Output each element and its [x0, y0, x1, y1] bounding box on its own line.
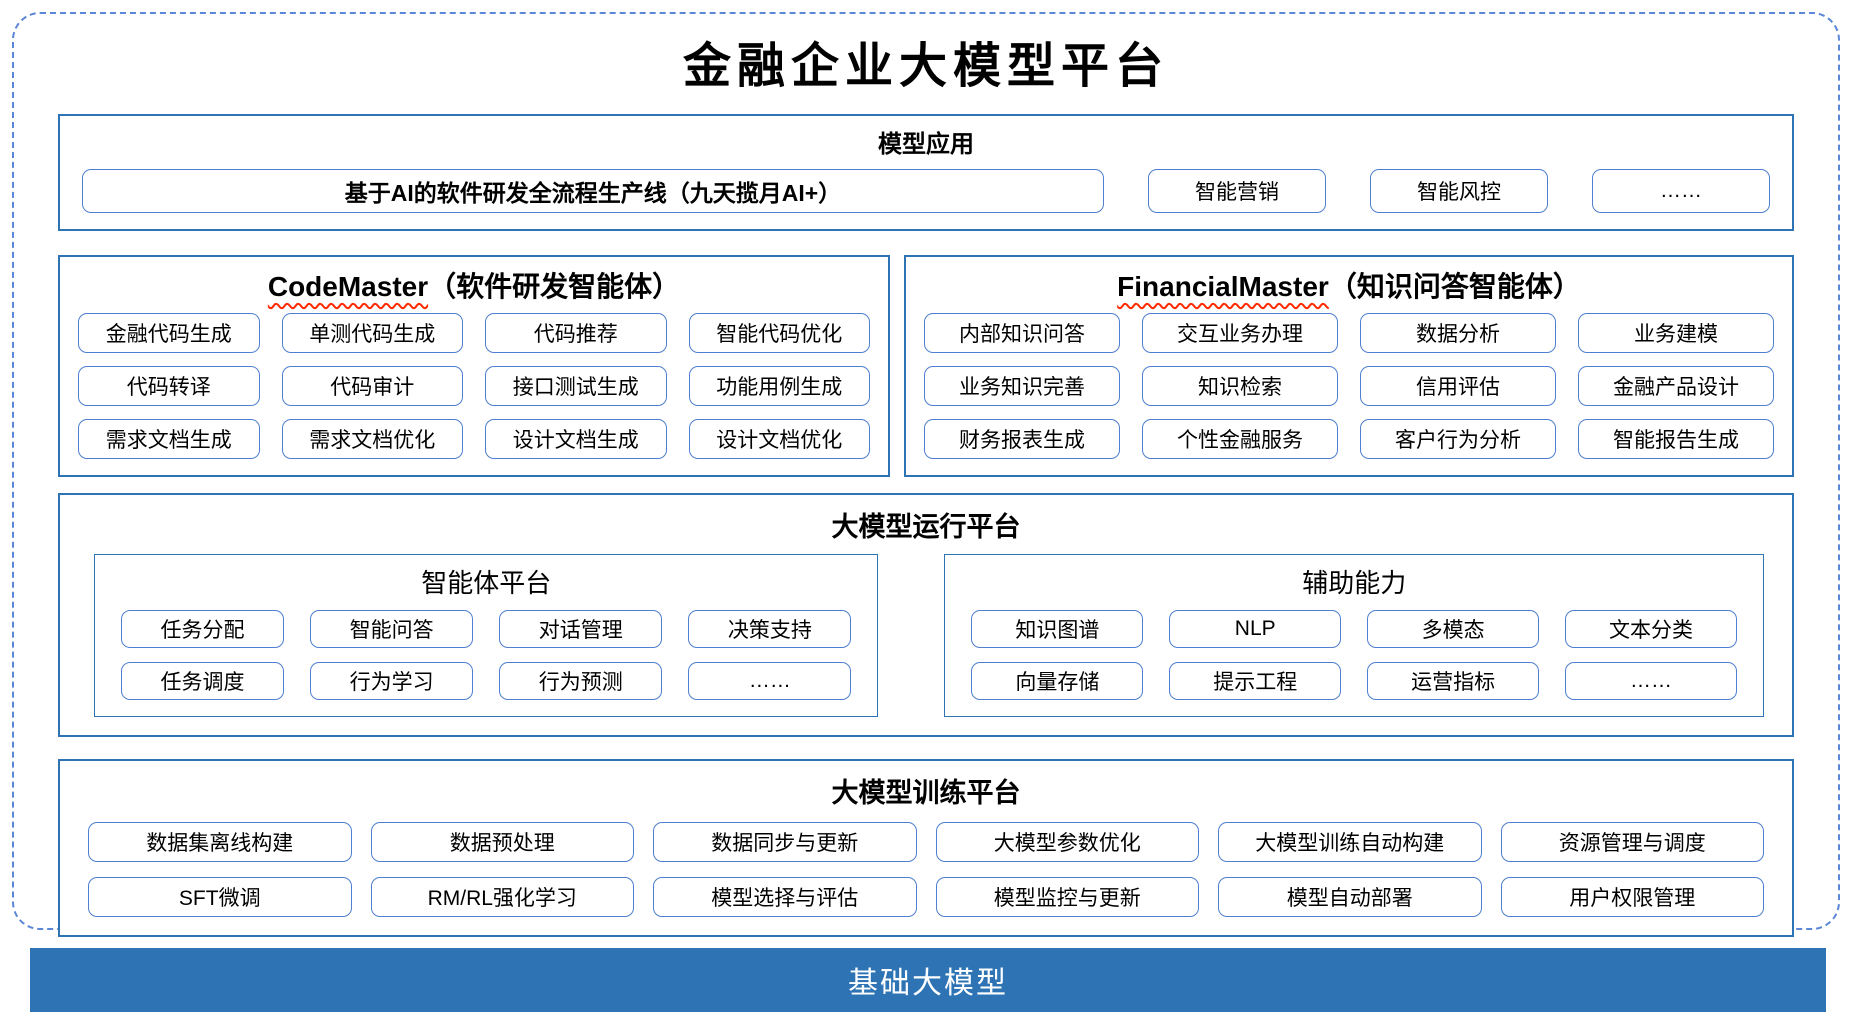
codemaster-item: 单测代码生成: [281, 312, 463, 353]
aux-capability-item: 提示工程: [1169, 661, 1342, 700]
codemaster-item: 需求文档优化: [281, 418, 463, 459]
app-item-ai-pipeline: 基于AI的软件研发全流程生产线（九天揽月AI+）: [82, 168, 1104, 213]
aux-capability-grid: 知识图谱 NLP 多模态 文本分类 向量存储 提示工程 运营指标 ……: [945, 608, 1763, 700]
financialmaster-item: 业务建模: [1578, 312, 1774, 353]
codemaster-title: CodeMaster（软件研发智能体）: [60, 257, 888, 311]
agent-platform-item: 任务分配: [121, 609, 285, 648]
training-item: SFT微调: [88, 876, 352, 917]
app-item-smart-marketing: 智能营销: [1148, 168, 1326, 213]
subsection-aux-capability: 辅助能力 知识图谱 NLP 多模态 文本分类 向量存储 提示工程 运营指标 ……: [944, 553, 1764, 717]
financialmaster-item: 客户行为分析: [1360, 418, 1556, 459]
financialmaster-item: 金融产品设计: [1578, 365, 1774, 406]
training-header: 大模型训练平台: [831, 777, 1021, 808]
agents-row: CodeMaster（软件研发智能体） 金融代码生成 单测代码生成 代码推荐 智…: [58, 254, 1794, 477]
training-item: 模型选择与评估: [653, 876, 917, 917]
section-financialmaster: FinancialMaster（知识问答智能体） 内部知识问答 交互业务办理 数…: [904, 254, 1794, 477]
financialmaster-item: 智能报告生成: [1578, 418, 1774, 459]
training-item: 资源管理与调度: [1500, 821, 1764, 862]
codemaster-item: 接口测试生成: [485, 365, 667, 406]
training-grid: 数据集离线构建 数据预处理 数据同步与更新 大模型参数优化 大模型训练自动构建 …: [60, 818, 1792, 917]
codemaster-grid: 金融代码生成 单测代码生成 代码推荐 智能代码优化 代码转译 代码审计 接口测试…: [60, 311, 888, 475]
financialmaster-item: 个性金融服务: [1142, 418, 1338, 459]
app-item-smart-risk: 智能风控: [1370, 168, 1548, 213]
training-item: 大模型训练自动构建: [1218, 821, 1482, 862]
aux-capability-item: 知识图谱: [971, 609, 1144, 648]
agent-platform-grid: 任务分配 智能问答 对话管理 决策支持 任务调度 行为学习 行为预测 ……: [95, 608, 877, 700]
financialmaster-item: 数据分析: [1360, 312, 1556, 353]
aux-capability-header: 辅助能力: [1302, 567, 1407, 598]
financialmaster-item: 知识检索: [1142, 365, 1338, 406]
section-runtime-platform: 大模型运行平台 智能体平台 任务分配 智能问答 对话管理 决策支持 任务调度 行…: [58, 492, 1794, 737]
section-training-platform: 大模型训练平台 数据集离线构建 数据预处理 数据同步与更新 大模型参数优化 大模…: [58, 758, 1794, 937]
training-item: 大模型参数优化: [935, 821, 1199, 862]
financialmaster-item: 财务报表生成: [924, 418, 1120, 459]
financialmaster-item: 交互业务办理: [1142, 312, 1338, 353]
financialmaster-item: 内部知识问答: [924, 312, 1120, 353]
model-application-header: 模型应用: [878, 130, 974, 158]
training-item: 用户权限管理: [1500, 876, 1764, 917]
section-model-application: 模型应用 基于AI的软件研发全流程生产线（九天揽月AI+） 智能营销 智能风控 …: [58, 113, 1794, 231]
codemaster-title-en: CodeMaster: [267, 270, 429, 302]
codemaster-item: 功能用例生成: [688, 365, 871, 406]
financialmaster-title-en: FinancialMaster: [1117, 270, 1329, 302]
subsection-agent-platform: 智能体平台 任务分配 智能问答 对话管理 决策支持 任务调度 行为学习 行为预测…: [94, 553, 879, 717]
financialmaster-title-zh: （知识问答智能体）: [1328, 270, 1581, 302]
aux-capability-item: 运营指标: [1367, 661, 1540, 700]
aux-capability-item: NLP: [1169, 609, 1342, 648]
codemaster-item: 需求文档生成: [78, 418, 260, 459]
financialmaster-grid: 内部知识问答 交互业务办理 数据分析 业务建模 业务知识完善 知识检索 信用评估…: [906, 311, 1792, 475]
agent-platform-item: 决策支持: [688, 609, 852, 648]
financialmaster-title: FinancialMaster（知识问答智能体）: [906, 257, 1792, 311]
base-model-label: 基础大模型: [848, 967, 1008, 1000]
training-item: 数据预处理: [370, 821, 634, 862]
model-application-row: 基于AI的软件研发全流程生产线（九天揽月AI+） 智能营销 智能风控 ……: [60, 165, 1792, 229]
app-item-more: ……: [1592, 168, 1770, 213]
financialmaster-item: 信用评估: [1360, 365, 1556, 406]
codemaster-item: 代码转译: [78, 365, 260, 406]
agent-platform-header: 智能体平台: [421, 567, 552, 598]
training-item: 数据集离线构建: [88, 821, 352, 862]
aux-capability-item: 多模态: [1367, 609, 1540, 648]
aux-capability-item: 向量存储: [971, 661, 1144, 700]
base-model-bar: 基础大模型: [30, 948, 1826, 1012]
financialmaster-item: 业务知识完善: [924, 365, 1120, 406]
aux-capability-item: ……: [1565, 661, 1737, 700]
codemaster-item: 设计文档优化: [688, 418, 871, 459]
codemaster-item: 代码推荐: [485, 312, 667, 353]
agent-platform-item: 对话管理: [499, 609, 663, 648]
agent-platform-item: 任务调度: [121, 661, 285, 700]
aux-capability-item: 文本分类: [1565, 609, 1737, 648]
codemaster-item: 代码审计: [281, 365, 463, 406]
codemaster-item: 智能代码优化: [688, 312, 871, 353]
platform-outer-frame: 金融企业大模型平台 模型应用 基于AI的软件研发全流程生产线（九天揽月AI+） …: [12, 12, 1840, 937]
page-title: 金融企业大模型平台: [682, 38, 1169, 94]
agent-platform-item: 行为预测: [499, 661, 663, 700]
runtime-row: 智能体平台 任务分配 智能问答 对话管理 决策支持 任务调度 行为学习 行为预测…: [60, 552, 1792, 717]
codemaster-title-zh: （软件研发智能体）: [428, 270, 681, 302]
agent-platform-item: 行为学习: [310, 661, 474, 700]
training-item: RM/RL强化学习: [370, 876, 634, 917]
runtime-header: 大模型运行平台: [831, 511, 1021, 542]
training-item: 模型自动部署: [1218, 876, 1482, 917]
agent-platform-item: 智能问答: [310, 609, 474, 648]
agent-platform-item: ……: [688, 661, 852, 700]
training-item: 模型监控与更新: [935, 876, 1199, 917]
section-codemaster: CodeMaster（软件研发智能体） 金融代码生成 单测代码生成 代码推荐 智…: [58, 254, 891, 477]
codemaster-item: 设计文档生成: [485, 418, 667, 459]
codemaster-item: 金融代码生成: [78, 312, 260, 353]
training-item: 数据同步与更新: [653, 821, 917, 862]
